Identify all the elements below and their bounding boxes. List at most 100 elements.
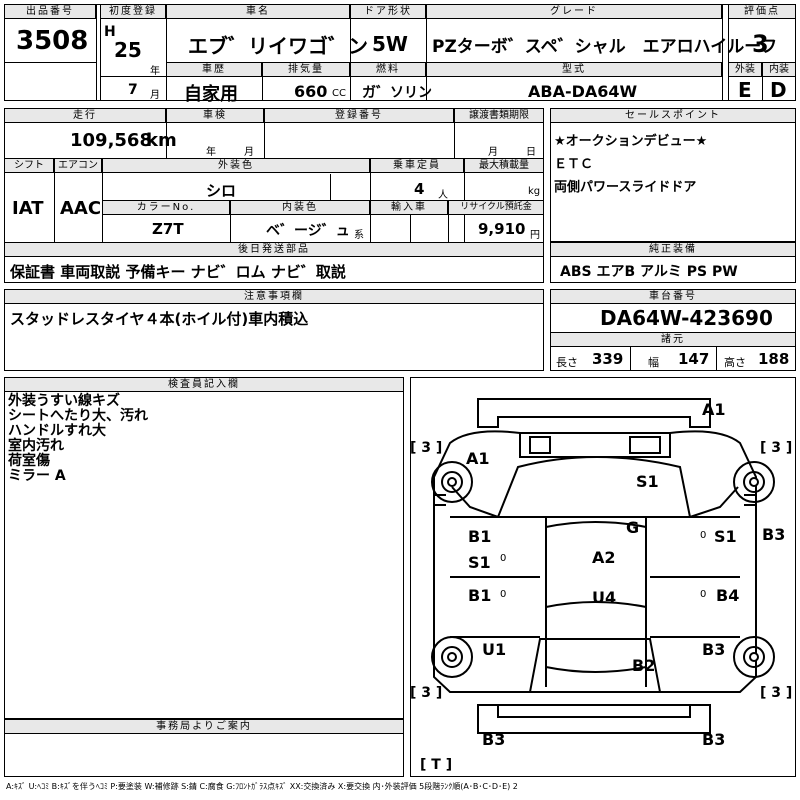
- shift: IAT: [12, 198, 44, 219]
- damage-roof-rear: U4: [592, 588, 617, 607]
- tire-rr-grade: [ 3 ]: [760, 685, 793, 701]
- damage-left-rear-door: B1: [468, 586, 492, 605]
- fuel-label: 燃料: [350, 62, 426, 77]
- month-unit: 月: [150, 90, 160, 101]
- shift-label: シフト: [4, 158, 54, 173]
- history: 自家用: [184, 84, 238, 105]
- recycle-fee: 9,910: [478, 220, 526, 238]
- int-color: ベ゛ージ゛ュ: [266, 223, 350, 239]
- inspection-label: 車検: [166, 108, 264, 123]
- model-label: 型式: [426, 62, 722, 77]
- spec-label: 諸元: [550, 332, 796, 347]
- plate-label: 登録番号: [264, 108, 454, 123]
- sales-point-2: ＥＴＣ: [554, 157, 594, 172]
- damage-right-rear-door: B4: [716, 586, 740, 605]
- sales-point-1: ★オークションデビュー★: [554, 134, 708, 149]
- transfer-label: 譲渡書類期限: [454, 108, 544, 123]
- inspector-line: ミラー A: [8, 468, 66, 484]
- year-unit: 年: [150, 66, 160, 77]
- transfer-day: 日: [526, 147, 536, 158]
- import-label: 輸入車: [370, 200, 448, 215]
- mileage-unit: km: [146, 130, 177, 151]
- chassis-label: 車台番号: [550, 289, 796, 304]
- office-label: 事務局よりご案内: [4, 719, 404, 734]
- capacity: 4: [414, 180, 425, 198]
- load-unit: kg: [528, 186, 541, 197]
- sales-points-section: [550, 108, 796, 242]
- inspector-line: シートへたり大、汚れ: [8, 408, 148, 424]
- sales-point-3: 両側パワースライドドア: [554, 180, 697, 195]
- damage-tailgate: B2: [632, 656, 656, 675]
- damage-right-fender: B3: [762, 525, 786, 544]
- grade-label: グレード: [426, 4, 722, 19]
- displacement-unit: CC: [332, 88, 346, 99]
- tire-fl-grade: [ 3 ]: [410, 440, 443, 456]
- mileage-label: 走行: [4, 108, 166, 123]
- damage-rear-bumper-right: B3: [702, 730, 726, 749]
- inspector-line: ハンドルすれ大: [8, 423, 106, 439]
- era: H: [104, 24, 116, 40]
- inspector-section: [4, 377, 404, 719]
- int-color-unit: 系: [354, 230, 364, 241]
- later-parts: 保証書 車両取説 予備キー ナビ゛ロム ナビ゛取説: [10, 263, 346, 281]
- reg-month: 7: [128, 82, 138, 98]
- inspector-label: 検査員記入欄: [4, 377, 404, 392]
- marker-zero: 0: [500, 589, 507, 600]
- header-section: [4, 4, 796, 101]
- ext-color: シロ: [206, 182, 237, 200]
- inspector-line: 室内汚れ: [8, 438, 64, 454]
- score-label: 評価点: [728, 4, 796, 19]
- damage-right-quarter: B3: [702, 640, 726, 659]
- width: 147: [678, 350, 710, 368]
- reg-year: 25: [114, 38, 142, 62]
- door-type: 5W: [372, 32, 408, 56]
- tire-fr-grade: [ 3 ]: [760, 440, 793, 456]
- damage-legend: A:ｷｽﾞ U:ﾍｺﾐ B:ｷｽﾞを伴うﾍｺﾐ P:要塗装 W:補修跡 S:錆 …: [6, 782, 518, 791]
- sales-points-label: セールスポイント: [550, 108, 796, 123]
- capacity-unit: 人: [438, 190, 448, 201]
- damage-front-bumper: A1: [702, 400, 726, 419]
- inspector-line: 荷室傷: [8, 453, 50, 469]
- exterior-grade: E: [738, 78, 752, 102]
- color-no: Z7T: [152, 220, 184, 238]
- int-color-label: 内装色: [230, 200, 370, 215]
- marker-zero: 0: [700, 530, 707, 541]
- tire-rl-grade: [ 3 ]: [410, 685, 443, 701]
- exterior-label: 外装: [728, 62, 762, 77]
- ac-label: エアコン: [54, 158, 102, 173]
- damage-left-front-door-2: S1: [468, 553, 491, 572]
- recycle-unit: 円: [530, 230, 540, 241]
- inspection-month-unit: 月: [244, 147, 254, 158]
- interior-grade: D: [770, 78, 787, 102]
- damage-rear-bumper-left: B3: [482, 730, 506, 749]
- model: ABA-DA64W: [528, 82, 638, 101]
- damage-left-front-door-1: B1: [468, 527, 492, 546]
- marker-zero: 0: [500, 553, 507, 564]
- car-diagram: [431, 398, 775, 734]
- damage-windshield: S1: [636, 472, 659, 491]
- damage-glass: G: [626, 518, 640, 537]
- lot-no: 3508: [16, 26, 89, 56]
- ext-color-label: 外装色: [102, 158, 370, 173]
- fuel: ガ゛ソリン: [362, 85, 432, 101]
- displacement-label: 排気量: [262, 62, 350, 77]
- door-label: ドア形状: [350, 4, 426, 19]
- ac: AAC: [60, 198, 102, 219]
- damage-left-fender: A1: [466, 449, 490, 468]
- interior-label: 内装: [762, 62, 796, 77]
- spare-tire-grade: [ T ]: [420, 757, 453, 773]
- inspector-line: 外装うすい線キズ: [8, 393, 120, 409]
- lot-no-label: 出品番号: [4, 4, 96, 19]
- height-label: 高さ: [724, 356, 746, 369]
- notes-label: 注意事項欄: [4, 289, 544, 304]
- equipment: ABS エアB アルミ PS PW: [560, 264, 738, 280]
- recycle-label: リサイクル預託金: [448, 200, 544, 215]
- car-name-label: 車名: [166, 4, 350, 19]
- car-name: エブ゛リイワゴ゛ン: [188, 34, 368, 58]
- grade: PZターボ゛スペ゛シャル エアロハイルーフ: [432, 37, 778, 57]
- damage-right-front-door: S1: [714, 527, 737, 546]
- damage-left-quarter: U1: [482, 640, 507, 659]
- mileage: 109,568: [70, 130, 152, 151]
- score: 3: [752, 30, 769, 58]
- length-label: 長さ: [556, 356, 578, 369]
